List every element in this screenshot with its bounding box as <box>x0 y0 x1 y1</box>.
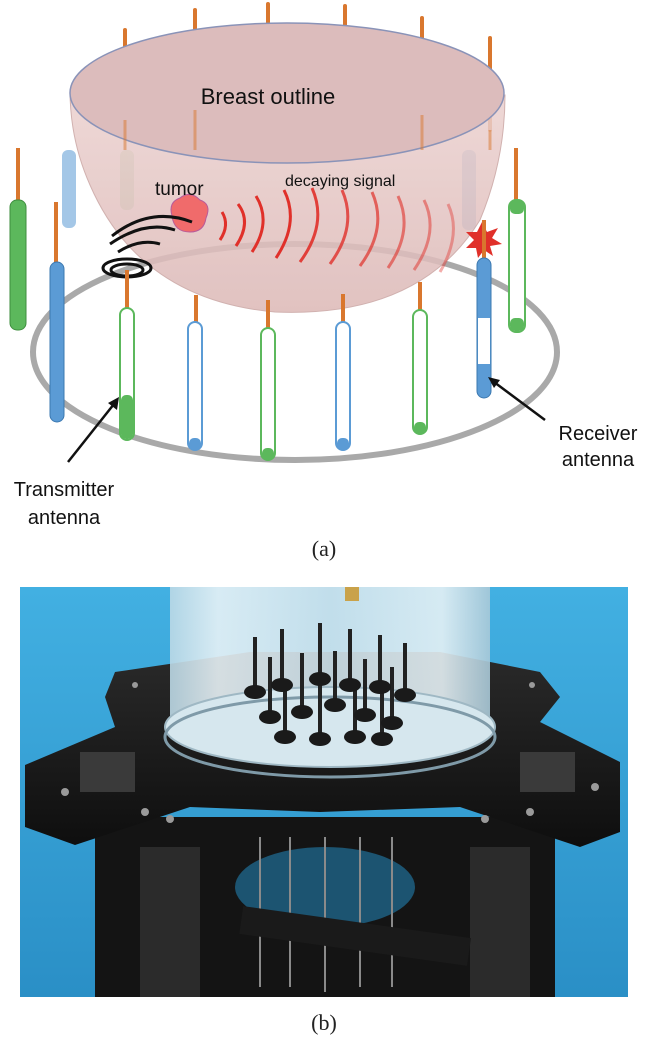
caption-a: (a) <box>311 536 337 561</box>
tumor-label: tumor <box>155 179 204 200</box>
decaying-signal-arcs <box>218 187 455 273</box>
breast-outline-label: Breast outline <box>201 84 336 109</box>
receiver-arrow <box>488 377 546 422</box>
breast-dome-top <box>69 22 505 164</box>
transmitter-arrow <box>67 397 119 463</box>
antenna <box>119 270 135 441</box>
antenna <box>335 294 351 451</box>
acrylic-base <box>164 686 496 768</box>
antenna <box>9 148 27 331</box>
diagram-panel-a: Breast outline tumor decaying signal <box>9 2 638 529</box>
inner-rods <box>123 110 492 150</box>
transmitted-wave-arcs <box>109 215 193 254</box>
antenna <box>187 295 203 451</box>
lower-frame <box>95 817 555 997</box>
tumor-blob <box>170 194 209 233</box>
antenna-posts <box>244 623 416 746</box>
decaying-signal-label: decaying signal <box>285 173 395 190</box>
antenna <box>508 148 526 333</box>
antenna <box>260 300 276 461</box>
antenna <box>412 282 428 435</box>
photo-panel-b <box>20 587 628 997</box>
receiver-label-line1: Receiver <box>559 423 638 445</box>
antenna-array <box>9 148 526 461</box>
transmitter-label-line1: Transmitter <box>14 479 115 501</box>
antenna <box>49 202 65 423</box>
caption-b: (b) <box>311 1010 337 1035</box>
receiver-label-line2: antenna <box>562 449 635 471</box>
antenna <box>476 220 492 399</box>
transmitter-label-line2: antenna <box>28 507 101 529</box>
